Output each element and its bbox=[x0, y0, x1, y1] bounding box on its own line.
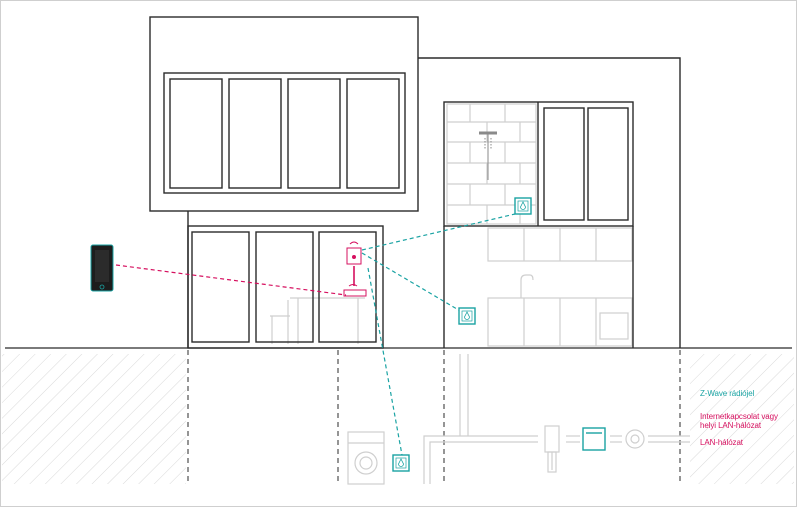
legend-zwave: Z-Wave rádiójel bbox=[700, 389, 780, 398]
foundation-lines bbox=[187, 350, 681, 485]
leak-sensor-kitchen bbox=[458, 307, 476, 325]
legend-lan-label: LAN-hálózat bbox=[700, 438, 743, 447]
shower bbox=[479, 131, 497, 180]
interior-light-details bbox=[270, 103, 690, 485]
smartphone bbox=[90, 244, 114, 292]
home-controller bbox=[343, 241, 367, 297]
leak-sensor-basement bbox=[392, 454, 410, 472]
house-structure bbox=[149, 16, 681, 451]
legend-internet-label: Internetkapcsolat vagy helyi LAN-hálózat bbox=[700, 412, 778, 430]
zwave-links bbox=[361, 213, 516, 456]
leak-sensor-bathroom bbox=[514, 197, 532, 215]
internet-link bbox=[115, 264, 347, 296]
legend-lan: LAN-hálózat bbox=[700, 438, 780, 447]
legend-zwave-label: Z-Wave rádiójel bbox=[700, 389, 755, 398]
ground-hatch bbox=[2, 354, 794, 484]
legend-internet: Internetkapcsolat vagy helyi LAN-hálózat bbox=[700, 412, 790, 430]
